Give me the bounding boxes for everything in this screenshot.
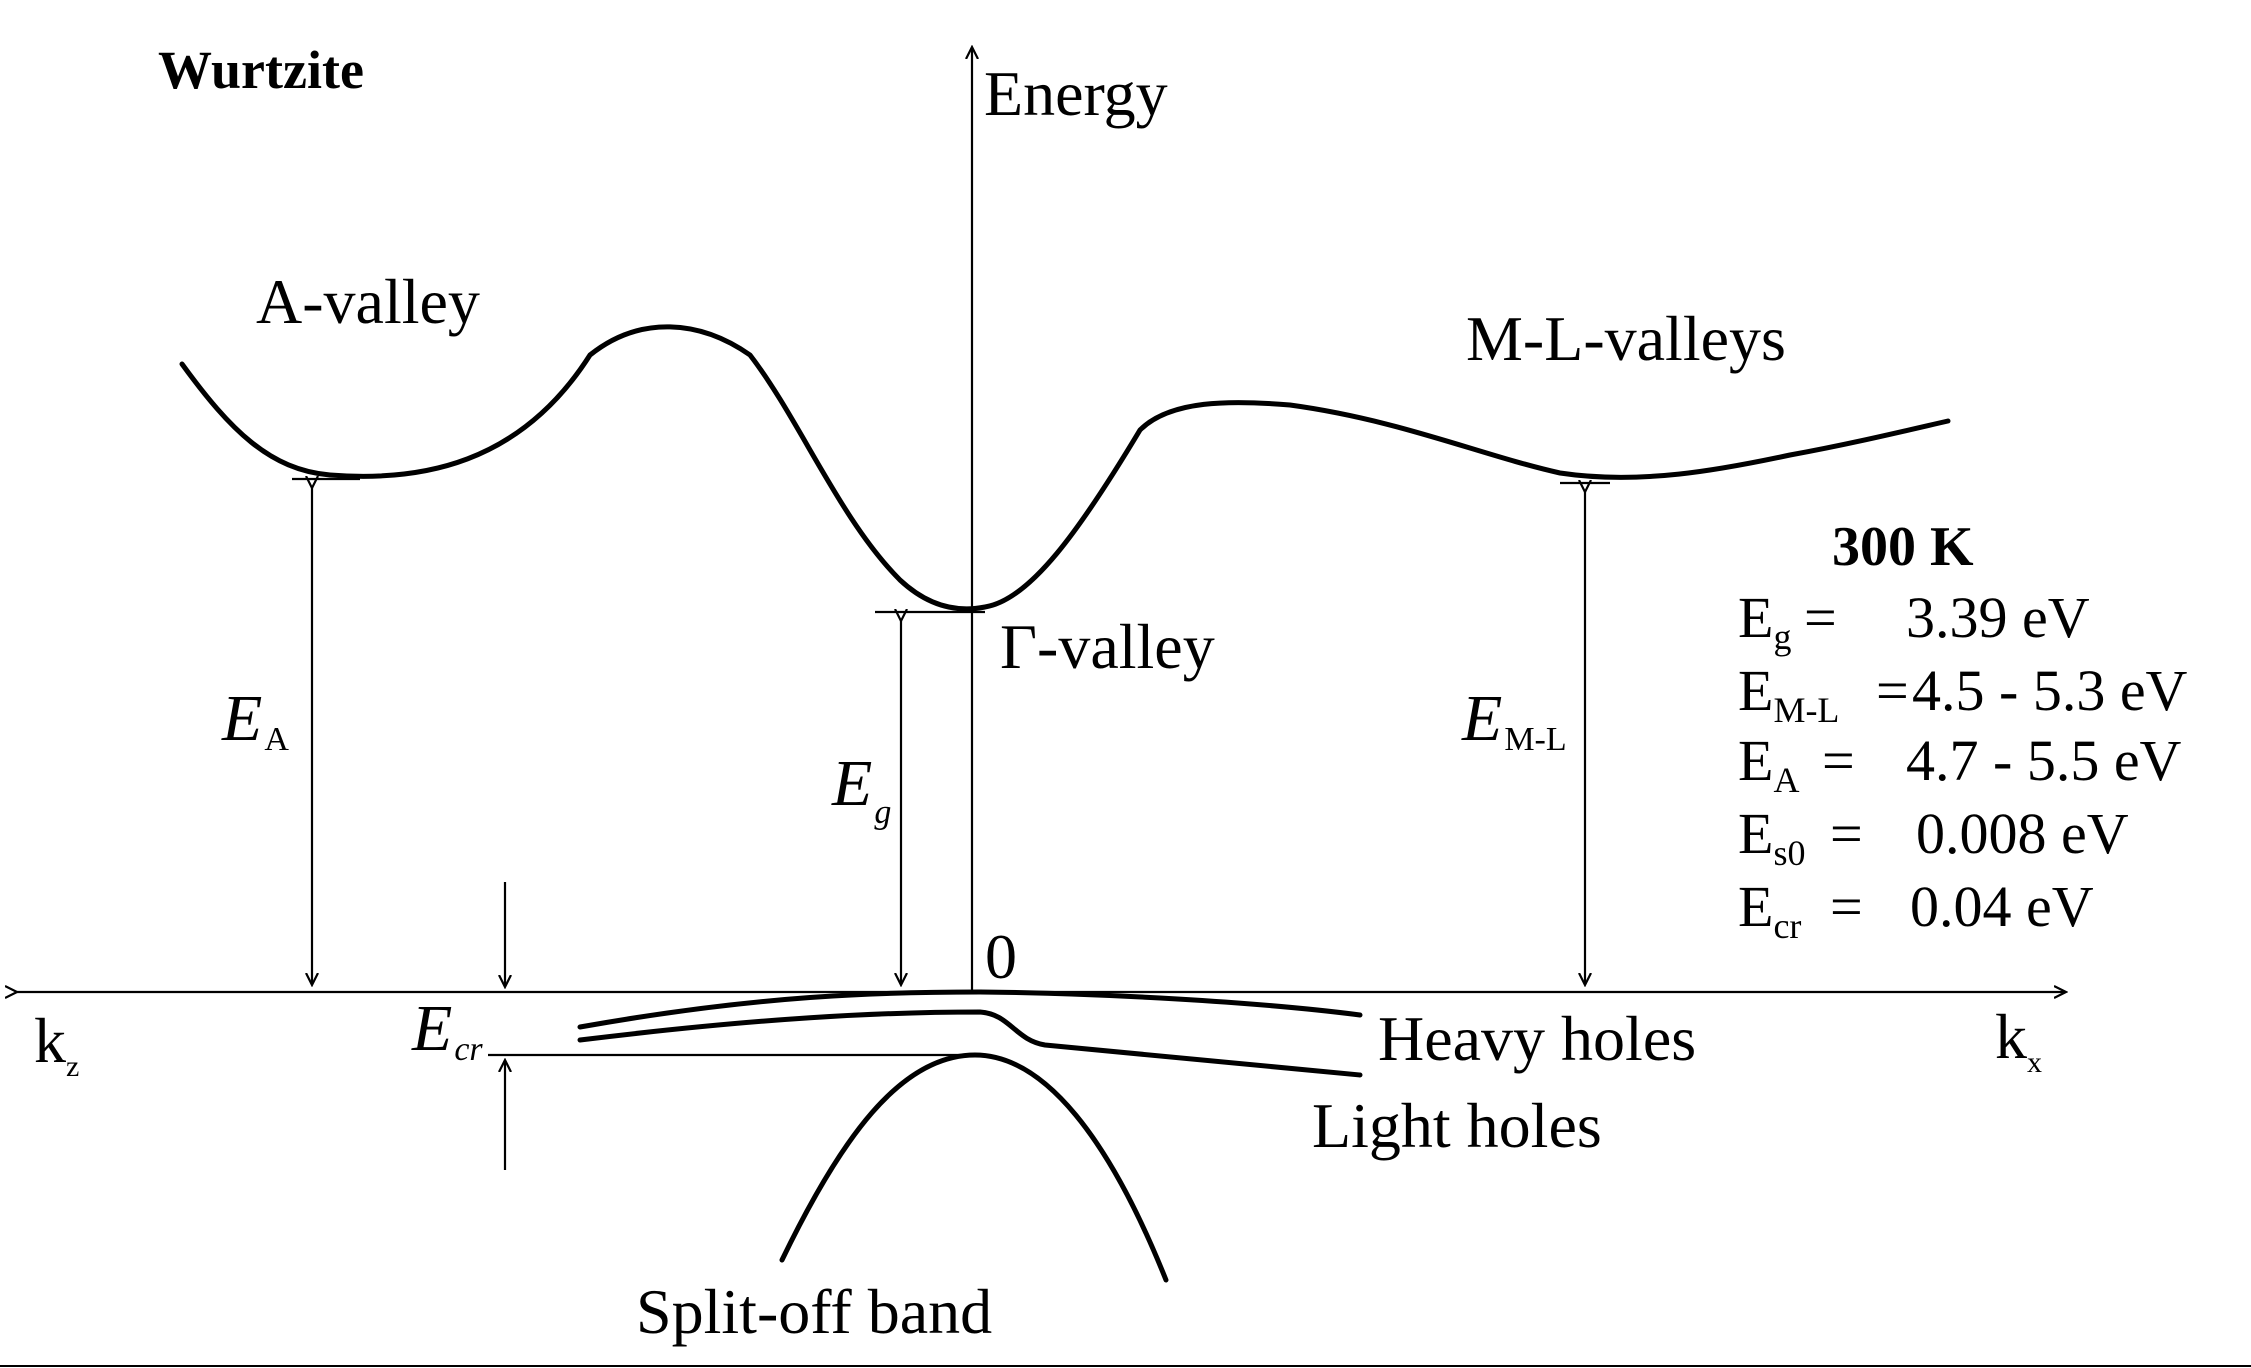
a-valley-label: A-valley — [256, 266, 480, 337]
light-holes-curve — [577, 1009, 1363, 1078]
split-off-band-curve — [779, 1052, 1169, 1283]
ecr-symbol: Ecr — [411, 992, 483, 1068]
eg-symbol: Eg — [831, 747, 891, 831]
kz-subscript: z — [66, 1050, 79, 1083]
gamma-valley-label: Γ-valley — [1000, 611, 1215, 682]
temperature-label: 300 K — [1832, 516, 1974, 578]
diagram-title: Wurtzite — [158, 40, 364, 100]
ml-valleys-label: M-L-valleys — [1466, 303, 1786, 374]
kx-subscript: x — [2027, 1046, 2042, 1079]
energy-axis-label: Energy — [984, 58, 1168, 129]
light-holes-label: Light holes — [1312, 1090, 1602, 1161]
eml-symbol: EM-L — [1461, 682, 1567, 758]
heavy-holes-label: Heavy holes — [1378, 1003, 1696, 1074]
param-row-ea: EA=4.7 - 5.5 eV — [1738, 728, 2182, 800]
split-off-band-label: Split-off band — [636, 1276, 992, 1347]
param-row-es0: Es0=0.008 eV — [1738, 801, 2129, 873]
ea-symbol: EA — [221, 682, 289, 758]
kz-label: kz — [34, 1005, 79, 1083]
kx-label: kx — [1995, 1001, 2042, 1079]
conduction-band-curve — [179, 324, 1951, 612]
param-row-eg: Eg=3.39 eV — [1738, 585, 2090, 657]
param-row-ecr: Ecr=0.04 eV — [1738, 874, 2094, 946]
param-row-eml: EM-L=4.5 - 5.3 eV — [1738, 658, 2188, 730]
heavy-holes-curve — [577, 989, 1363, 1030]
origin-label: 0 — [985, 921, 1017, 992]
